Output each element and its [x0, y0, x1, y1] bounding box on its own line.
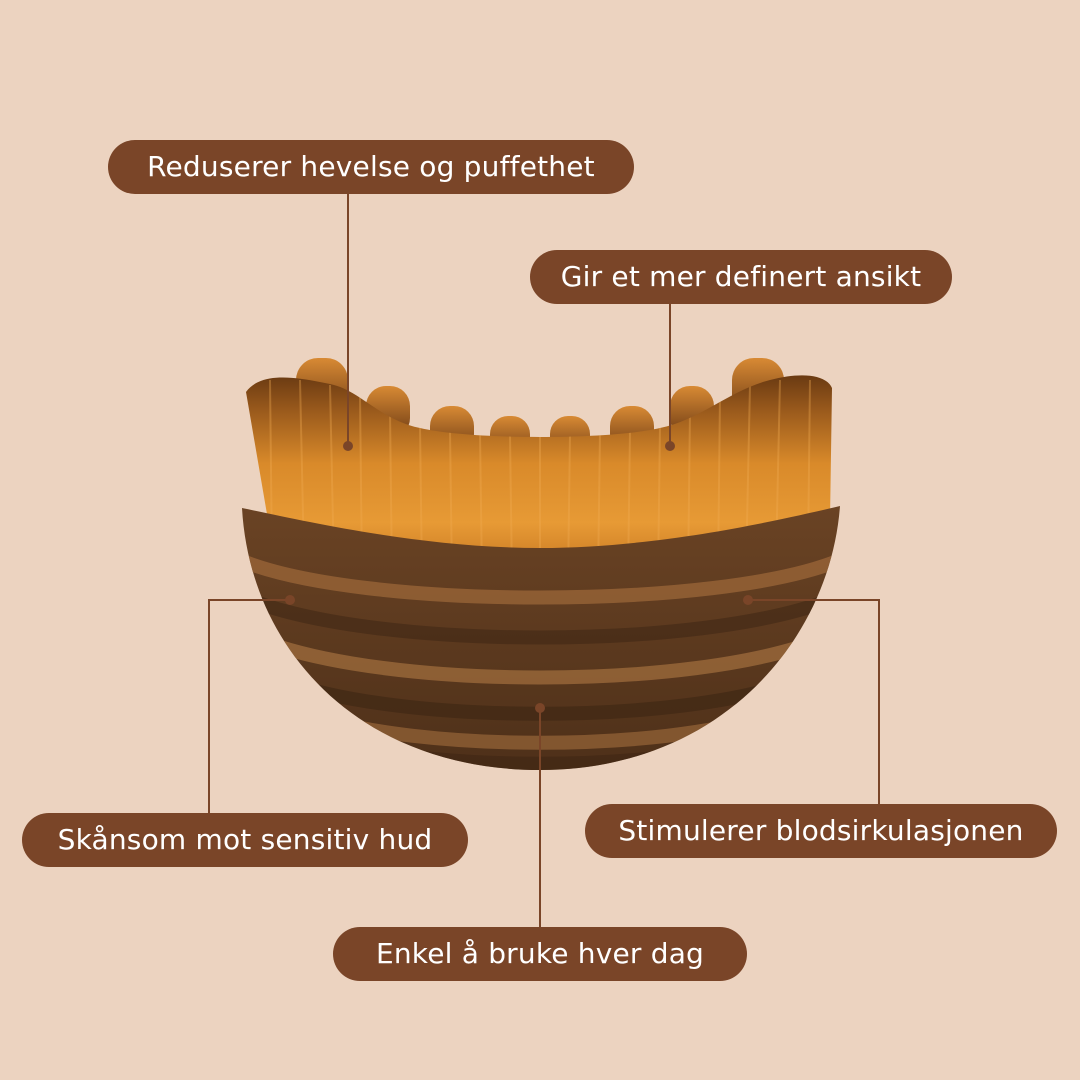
callout-defined-face: Gir et mer definert ansikt [530, 250, 952, 304]
callout-reduces-swelling: Reduserer hevelse og puffethet [108, 140, 634, 194]
callout-easy-daily-use: Enkel å bruke hver dag [333, 927, 747, 981]
callout-stimulates-circulation: Stimulerer blodsirkulasjonen [585, 804, 1057, 858]
callout-gentle-on-skin: Skånsom mot sensitiv hud [22, 813, 468, 867]
